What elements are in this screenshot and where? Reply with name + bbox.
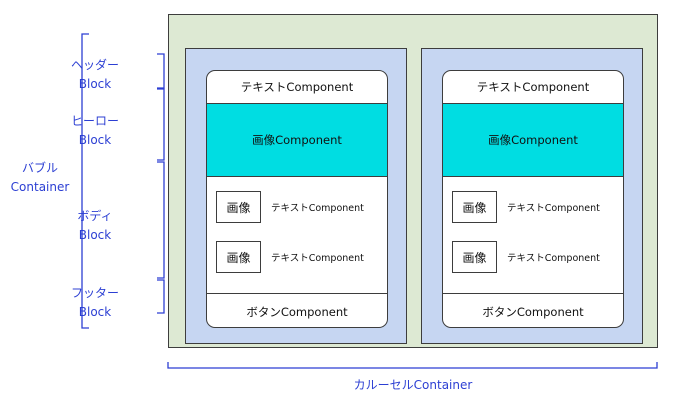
image-label: 画像 <box>226 200 251 215</box>
footer-block-label: フッター Block <box>60 284 130 322</box>
body-row-text: テキストComponent <box>271 203 364 214</box>
hero-block-label-line1: ヒーロー <box>70 114 119 128</box>
hero-text: 画像Component <box>252 133 342 147</box>
body-row-text: テキストComponent <box>507 203 600 214</box>
body-bracket <box>157 161 165 279</box>
carousel-container: テキストComponent 画像Component 画像 テキストCompone… <box>168 14 658 348</box>
image-label: 画像 <box>226 250 251 265</box>
body-row: 画像 テキストComponent <box>452 241 622 273</box>
header-bracket <box>157 53 165 89</box>
footer-block-label-line1: フッター <box>70 286 119 300</box>
hero-block-label: ヒーロー Block <box>60 112 130 150</box>
image-label: 画像 <box>462 200 487 215</box>
footer-bracket <box>157 279 165 314</box>
header-block-label: ヘッダー Block <box>60 56 130 94</box>
carousel-container-label: カルーセルContainer <box>353 378 473 392</box>
body-row: 画像 テキストComponent <box>216 241 386 273</box>
header-section: テキストComponent <box>207 71 387 104</box>
header-text: テキストComponent <box>476 80 590 94</box>
bubble-container-2: テキストComponent 画像Component 画像 テキストCompone… <box>421 48 643 344</box>
bubble-container-label: バブル Container <box>0 159 80 197</box>
body-section: 画像 テキストComponent 画像 テキストComponent <box>443 177 623 294</box>
image-box: 画像 <box>216 191 261 223</box>
body-row: 画像 テキストComponent <box>452 191 622 223</box>
body-row-text: テキストComponent <box>507 253 600 264</box>
hero-section: 画像Component <box>207 104 387 177</box>
image-box: 画像 <box>216 241 261 273</box>
body-block-label-line1: ボディ <box>77 209 113 223</box>
body-row-text: テキストComponent <box>271 253 364 264</box>
footer-block-label-line2: Block <box>78 305 112 319</box>
image-box: 画像 <box>452 191 497 223</box>
bubble-container-label-line1: バブル <box>21 161 58 175</box>
body-block-label: ボディ Block <box>60 207 130 245</box>
bubble-container-1: テキストComponent 画像Component 画像 テキストCompone… <box>185 48 407 344</box>
body-row: 画像 テキストComponent <box>216 191 386 223</box>
bubble-bracket <box>81 33 89 329</box>
image-label: 画像 <box>462 250 487 265</box>
bubble-card-2: テキストComponent 画像Component 画像 テキストCompone… <box>442 70 624 328</box>
hero-block-label-line2: Block <box>78 133 112 147</box>
carousel-bracket <box>167 362 658 369</box>
bubble-card-1: テキストComponent 画像Component 画像 テキストCompone… <box>206 70 388 328</box>
header-block-label-line2: Block <box>78 77 112 91</box>
image-box: 画像 <box>452 241 497 273</box>
hero-bracket <box>157 88 165 161</box>
header-block-label-line1: ヘッダー <box>70 58 119 72</box>
hero-text: 画像Component <box>488 133 578 147</box>
header-section: テキストComponent <box>443 71 623 104</box>
body-section: 画像 テキストComponent 画像 テキストComponent <box>207 177 387 294</box>
body-block-label-line2: Block <box>78 228 112 242</box>
footer-button-text: ボタンComponent <box>482 304 584 319</box>
header-text: テキストComponent <box>240 80 354 94</box>
footer-button-text: ボタンComponent <box>246 304 348 319</box>
bubble-container-label-line2: Container <box>10 180 70 194</box>
footer-section: ボタンComponent <box>443 294 623 327</box>
footer-section: ボタンComponent <box>207 294 387 327</box>
hero-section: 画像Component <box>443 104 623 177</box>
